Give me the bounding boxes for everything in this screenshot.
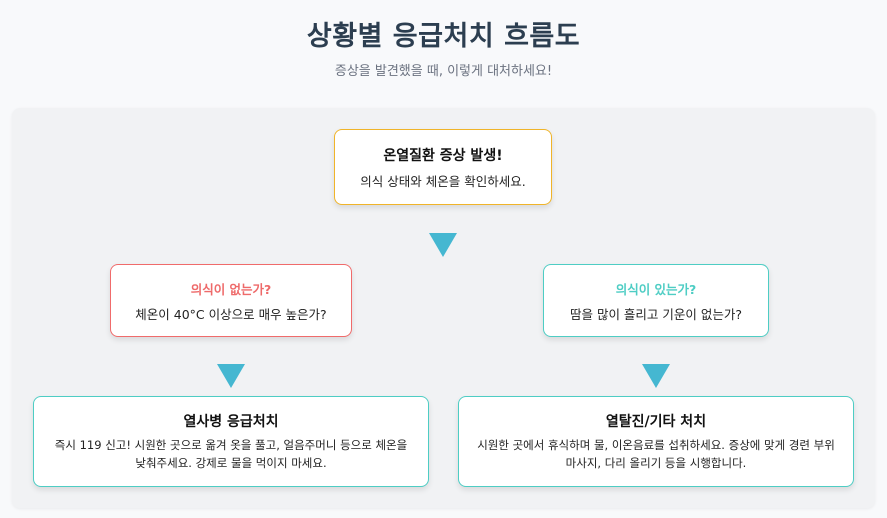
- action-heat-exhaustion-text: 시원한 곳에서 휴식하며 물, 이온음료를 섭취하세요. 증상에 맞게 경련 부…: [477, 437, 835, 470]
- page-subtitle: 증상을 발견했을 때, 이렇게 대처하세요!: [334, 64, 553, 79]
- decision-node-conscious: 의식이 있는가? 땀을 많이 흘리고 기운이 없는가?: [543, 264, 769, 337]
- arrow-down-icon: [429, 233, 457, 257]
- decision-conscious-title: 의식이 있는가?: [615, 281, 697, 297]
- page-title: 상황별 응급처치 흐름도: [306, 21, 581, 52]
- action-node-heatstroke: 열사병 응급처치 즉시 119 신고! 시원한 곳으로 옮겨 옷을 풀고, 얼음…: [33, 396, 429, 487]
- action-heatstroke-text: 즉시 119 신고! 시원한 곳으로 옮겨 옷을 풀고, 얼음주머니 등으로 체…: [54, 437, 408, 470]
- arrow-down-icon: [642, 364, 670, 388]
- start-node: 온열질환 증상 발생! 의식 상태와 체온을 확인하세요.: [334, 129, 552, 205]
- action-node-heat-exhaustion: 열탈진/기타 처치 시원한 곳에서 휴식하며 물, 이온음료를 섭취하세요. 증…: [458, 396, 854, 487]
- action-heat-exhaustion-title: 열탈진/기타 처치: [605, 413, 707, 430]
- decision-unconscious-text: 체온이 40°C 이상으로 매우 높은가?: [135, 306, 327, 322]
- start-node-title: 온열질환 증상 발생!: [383, 147, 503, 164]
- start-node-text: 의식 상태와 체온을 확인하세요.: [360, 173, 526, 189]
- arrow-down-icon: [217, 364, 245, 388]
- decision-conscious-text: 땀을 많이 흘리고 기운이 없는가?: [569, 306, 743, 322]
- decision-unconscious-title: 의식이 없는가?: [190, 281, 272, 297]
- decision-node-unconscious: 의식이 없는가? 체온이 40°C 이상으로 매우 높은가?: [110, 264, 352, 337]
- action-heatstroke-title: 열사병 응급처치: [183, 413, 279, 430]
